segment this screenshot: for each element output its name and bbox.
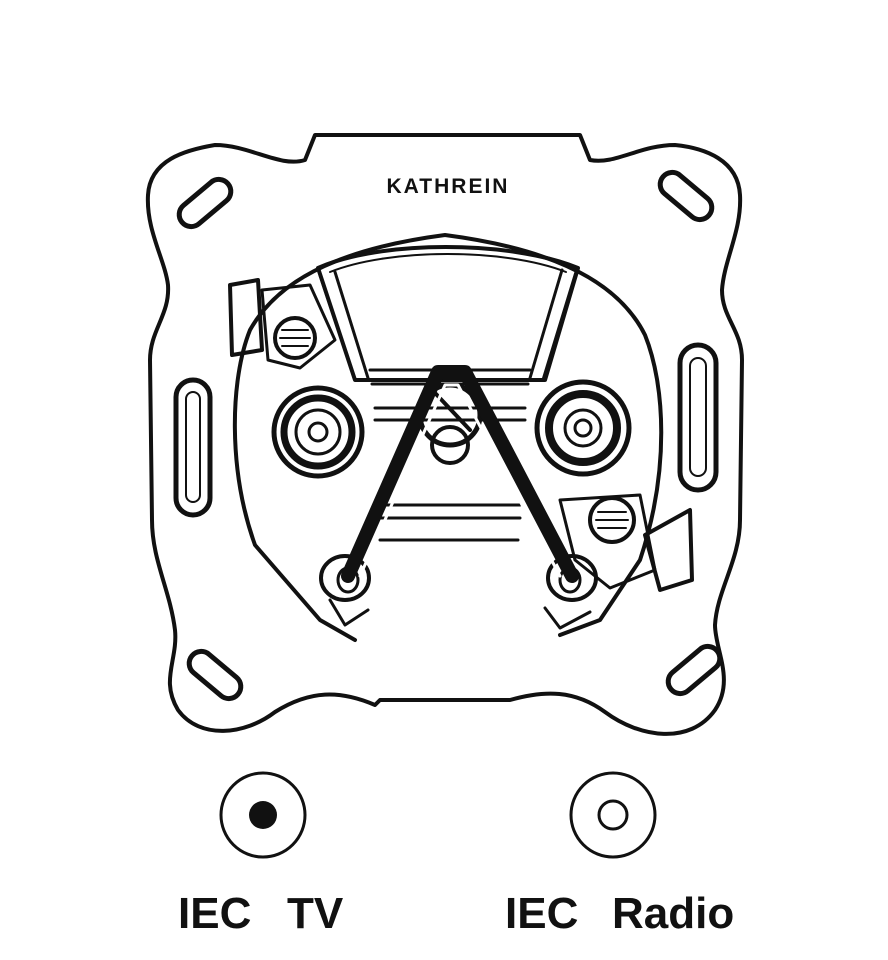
side-slot-right-inner: [689, 357, 707, 477]
top-window: [316, 245, 580, 382]
side-slot-right: [677, 342, 719, 493]
screw-top-left: [273, 316, 317, 360]
hollow-dot-icon: [597, 799, 629, 831]
radio-symbol: [569, 771, 657, 859]
mount-slot-bottom-left: [186, 648, 244, 702]
filled-dot-icon: [249, 801, 277, 829]
tv-label-suffix: TV: [287, 889, 344, 938]
clamp-top-left: [228, 278, 264, 357]
mounting-plate: [145, 133, 744, 736]
tv-label-prefix: IEC: [178, 889, 251, 938]
tv-socket: [271, 385, 365, 479]
screw-bottom-right: [588, 496, 636, 544]
rail-right: [528, 268, 578, 382]
mount-slot-top-right: [657, 169, 715, 223]
tv-symbol: [219, 771, 307, 859]
radio-socket: [534, 379, 632, 477]
brand-label: KATHREIN: [387, 175, 510, 198]
radio-label-suffix: Radio: [612, 889, 734, 938]
side-slot-left-inner: [185, 391, 201, 503]
side-slot-left: [173, 377, 213, 518]
clamp-bottom-right: [643, 508, 694, 592]
jumper-wire: [341, 365, 579, 583]
rail-left: [318, 270, 370, 382]
radio-label-prefix: IEC: [505, 889, 578, 938]
mount-slot-bottom-right: [665, 643, 723, 697]
mount-slot-top-left: [176, 176, 234, 230]
